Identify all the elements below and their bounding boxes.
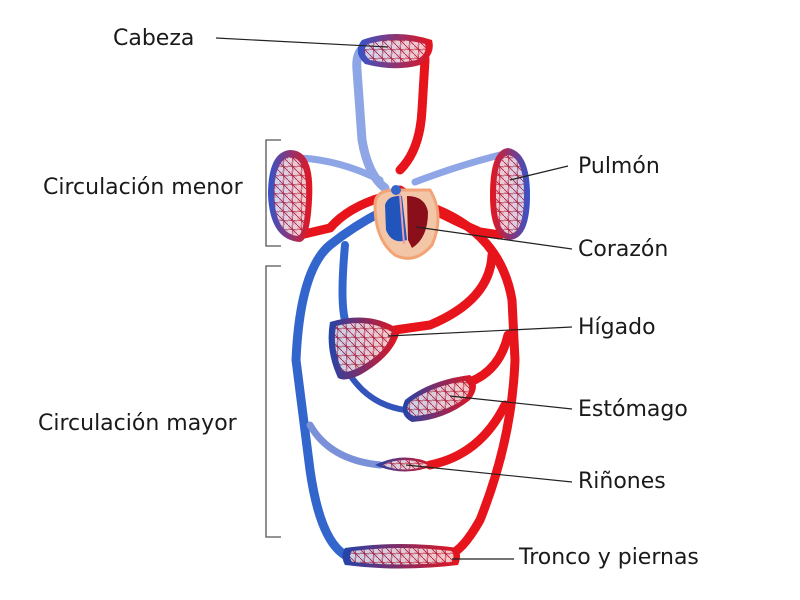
- leader-liver: [387, 326, 573, 337]
- arteries: [295, 40, 520, 560]
- head-capillaries: [357, 34, 433, 69]
- label-liver: Hígado: [578, 315, 656, 340]
- label-heart: Corazón: [578, 237, 669, 262]
- bracket-major: [265, 265, 281, 538]
- leader-lines: [215, 37, 573, 560]
- stomach-capillaries: [402, 375, 476, 422]
- bracket-minor: [265, 139, 281, 247]
- leader-head: [215, 37, 389, 48]
- heart: [373, 185, 440, 260]
- label-lungs: Pulmón: [578, 154, 660, 179]
- vein-stomach: [347, 372, 408, 413]
- artery-stomach: [465, 330, 513, 387]
- kidney-capillaries: [375, 457, 435, 472]
- vein-left-lung: [296, 154, 384, 184]
- liver-capillaries: [328, 317, 400, 380]
- label-kidneys: Riñones: [578, 469, 666, 494]
- group-label-minor: Circulación menor: [43, 175, 243, 200]
- trunk-capillaries: [342, 544, 460, 569]
- label-stomach: Estómago: [578, 397, 688, 422]
- leader-heart: [415, 226, 573, 250]
- group-label-major: Circulación mayor: [38, 411, 237, 436]
- artery-kidneys: [425, 400, 510, 470]
- leader-kidneys: [405, 464, 573, 483]
- right-lung-capillaries: [490, 148, 530, 240]
- leader-stomach: [449, 395, 573, 410]
- vein-right-lung: [411, 151, 504, 186]
- leader-lungs: [509, 165, 569, 181]
- vein-cava: [291, 205, 390, 560]
- artery-liver: [390, 250, 497, 335]
- label-trunk: Tronco y piernas: [519, 545, 699, 570]
- vein-portal: [338, 241, 349, 324]
- left-lung-capillaries: [268, 150, 313, 242]
- artery-aorta: [420, 200, 520, 560]
- vein-kidneys: [306, 421, 384, 469]
- label-head: Cabeza: [113, 26, 195, 51]
